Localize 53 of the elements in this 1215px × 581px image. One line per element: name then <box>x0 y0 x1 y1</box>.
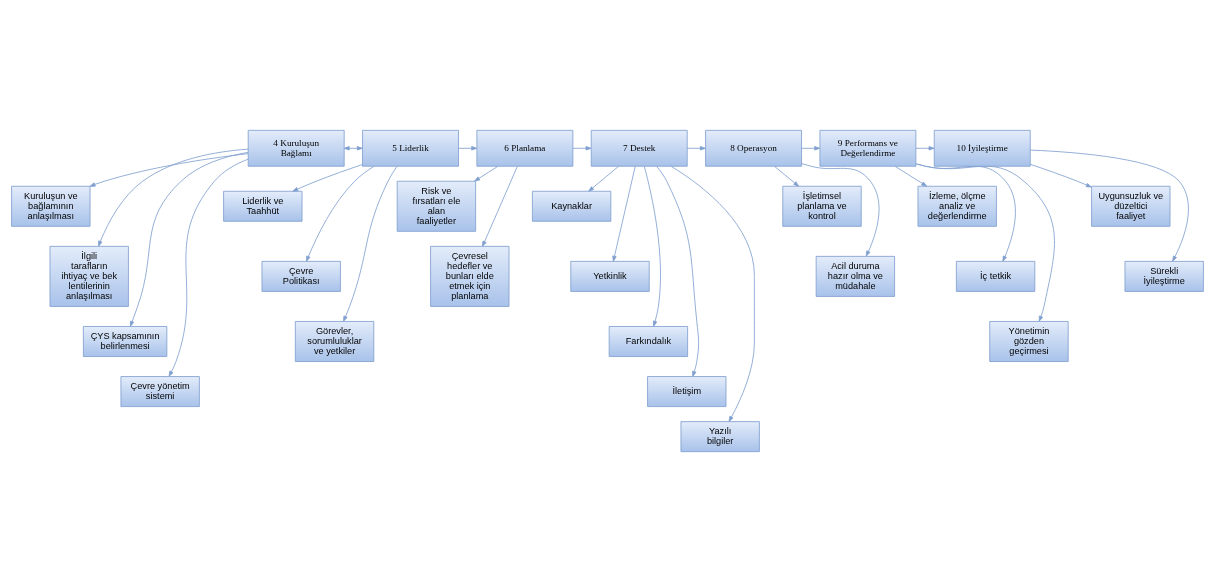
arrow <box>89 152 249 187</box>
node-box: 7 Destek <box>590 129 688 167</box>
node-box: 9 Performans ve Değerlendirme <box>819 129 917 167</box>
arrow <box>612 165 636 262</box>
node-box: 10 İyileştirme <box>933 129 1031 167</box>
node-box: İç tetkik <box>955 260 1036 292</box>
arrow <box>306 165 375 262</box>
arrow <box>588 165 619 192</box>
arrow <box>168 158 249 377</box>
arrow <box>670 165 755 422</box>
arrow <box>458 145 478 150</box>
node-box: Farkındalık <box>608 325 689 357</box>
node-box: Kuruluşun ve bağlamının anlaşılması <box>11 185 91 227</box>
arrow <box>774 165 799 187</box>
node-box: İletişim <box>647 375 727 407</box>
node-box: ÇYS kapsamının belirlenmesi <box>82 325 168 357</box>
arrow <box>894 165 928 187</box>
node-box: 4 Kuruluşun Bağlamı <box>247 129 345 167</box>
node-box: Liderlik ve Taahhüt <box>223 190 303 222</box>
node-box: 8 Operasyon <box>705 129 802 167</box>
arrow <box>474 165 499 181</box>
arrow <box>343 145 363 150</box>
node-box: Çevre Politikası <box>261 260 341 292</box>
arrow <box>801 162 880 256</box>
node-box: Sürekli İyileştirme <box>1124 260 1204 292</box>
node-box: İzleme, ölçme analiz ve değerlendirme <box>917 185 997 227</box>
node-box: Çevre yönetim sistemi <box>120 375 200 407</box>
node-box: İlgili tarafların ihtiyaç ve beklentilerinin anlaşılması <box>49 245 129 307</box>
arrow <box>656 165 700 377</box>
arrow <box>1029 163 1092 187</box>
arrow <box>801 145 821 150</box>
arrow <box>343 165 398 322</box>
arrow <box>686 145 706 150</box>
arrow <box>643 165 661 327</box>
node-box: 5 Liderlik <box>362 129 459 167</box>
node-box: Yazılı bilgiler <box>680 420 760 452</box>
node-box: Risk ve fırsatları ele alan faaliyetler <box>396 180 477 232</box>
arrow <box>1029 149 1189 262</box>
arrow <box>129 151 249 327</box>
node-box: İşletimsel planlama ve kontrol <box>782 185 862 227</box>
arrow <box>482 165 518 247</box>
arrow <box>572 145 592 150</box>
arrow <box>915 145 935 150</box>
node-box: Görevler, sorumluluklar ve yetkiler <box>294 320 375 362</box>
arrow <box>98 148 249 247</box>
node-box: 6 Planlama <box>476 129 574 167</box>
node-box: Kaynaklar <box>531 190 612 222</box>
node-box: Acil duruma hazır olma ve müdahale <box>815 255 895 297</box>
node-box: Yönetimin gözden geçirmesi <box>989 320 1069 362</box>
node-box: Yetkinlik <box>570 260 650 292</box>
node-box: Uygunsuzluk ve düzeltici faaliyet <box>1091 185 1171 227</box>
arrow <box>292 163 363 192</box>
node-box: Çevresel hedefler ve bunları elde etmek için planlama <box>430 245 510 307</box>
